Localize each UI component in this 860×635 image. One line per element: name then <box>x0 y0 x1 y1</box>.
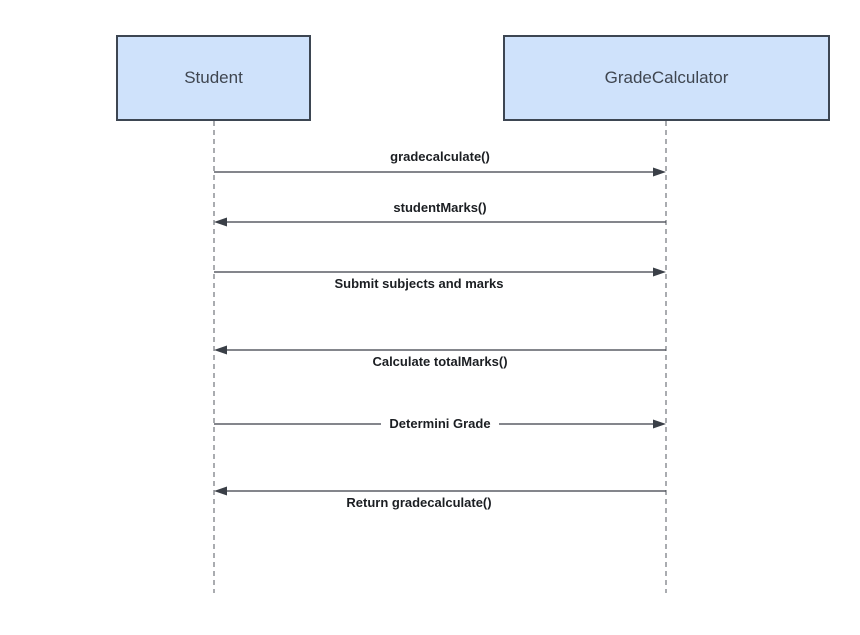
actor-gradecalculator-box: GradeCalculator <box>503 35 830 121</box>
message-studentmarks: studentMarks() <box>214 200 666 227</box>
message-label: studentMarks() <box>393 200 486 215</box>
actor-student-box: Student <box>116 35 311 121</box>
actor-gradecalculator-label: GradeCalculator <box>604 68 729 87</box>
message-label: gradecalculate() <box>390 149 490 164</box>
message-gradecalculate: gradecalculate() <box>214 149 666 177</box>
message-determini-grade: Determini Grade <box>214 414 666 431</box>
message-submit-subjects: Submit subjects and marks <box>214 267 666 291</box>
message-calculate-totalmarks: Calculate totalMarks() <box>214 345 666 369</box>
arrowhead <box>653 267 666 277</box>
label-background <box>381 414 499 430</box>
message-label: Determini Grade <box>389 416 490 431</box>
arrowhead <box>653 167 666 177</box>
arrowhead <box>214 345 227 355</box>
arrowhead <box>214 486 227 496</box>
actor-student-label: Student <box>184 68 243 87</box>
arrowhead <box>653 419 666 429</box>
message-return-gradecalculate: Return gradecalculate() <box>214 486 666 510</box>
message-label: Calculate totalMarks() <box>372 354 507 369</box>
message-label: Return gradecalculate() <box>346 495 491 510</box>
message-label: Submit subjects and marks <box>334 276 503 291</box>
arrowhead <box>214 217 227 227</box>
